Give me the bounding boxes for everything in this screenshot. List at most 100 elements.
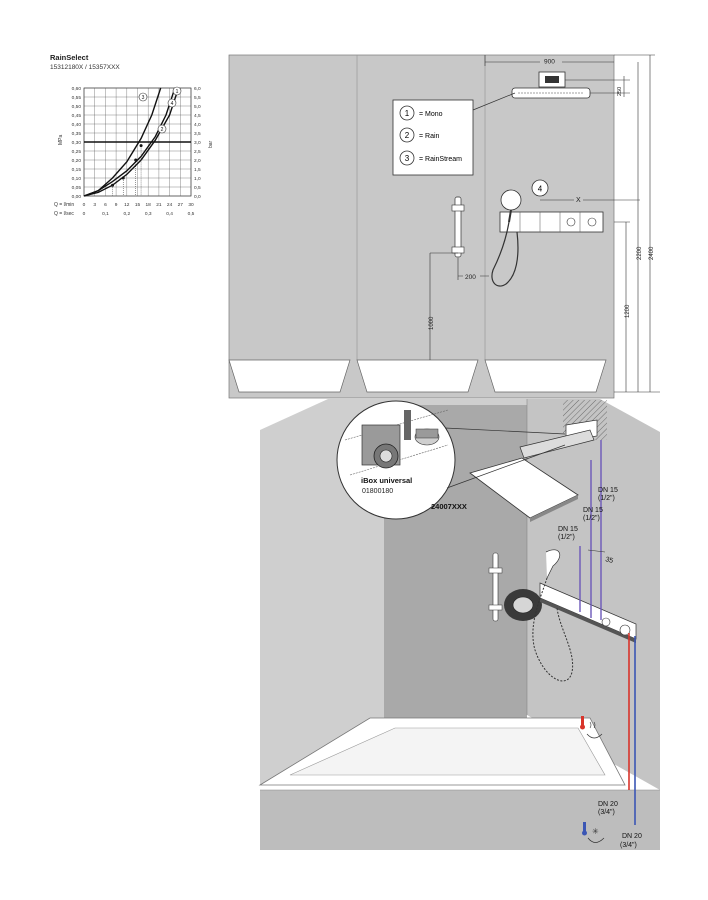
y-tick-left-label: 0,55	[72, 95, 82, 101]
dn15-label-b: DN 15	[583, 507, 603, 514]
y-tick-left-label: 0,45	[72, 113, 82, 119]
y-tick-right-label: 0,0	[194, 194, 201, 200]
dn20-label-b: DN 20	[622, 833, 642, 840]
iso-mixer-thread	[512, 596, 534, 614]
x-tick-lsec-label: 0,1	[102, 211, 109, 217]
x-tick-lmin-label: 0	[83, 202, 86, 208]
iso-shower-arm	[519, 429, 595, 459]
y-tick-left-label: 0,35	[72, 131, 82, 137]
tub-front-left	[228, 359, 351, 393]
legend-circle-2	[399, 127, 415, 143]
chart-series-line-1	[83, 87, 180, 197]
dn20-label-a-sub: (3/4")	[598, 809, 615, 816]
x-tick-lmin-label: 3	[93, 202, 96, 208]
iso-shower-hose	[532, 577, 574, 682]
y-tick-right-label: 5,5	[194, 95, 201, 101]
dim-200-label: 200	[465, 274, 476, 281]
dim-2200-label: 2200	[637, 246, 643, 260]
y-tick-right-label: 4,5	[194, 113, 201, 119]
dim-1200-label: 1200	[625, 304, 631, 318]
legend-leader	[472, 92, 516, 111]
magnifier-leader-bottom	[446, 444, 566, 489]
chart-markers-group	[111, 144, 143, 196]
dim-x-bg	[574, 194, 583, 203]
y-tick-left-label: 0,05	[72, 185, 82, 191]
dim-250-label: 250	[617, 87, 623, 96]
y-tick-left-label: 0,10	[72, 176, 82, 182]
chart-callout-circle	[157, 124, 167, 134]
shower-code: 24007XXX	[431, 502, 467, 511]
chart-callout-circle	[167, 98, 177, 108]
x-tick-lmin-label: 15	[135, 202, 141, 208]
y-tick-left-label: 0,25	[72, 149, 82, 155]
shower-arm-inner	[545, 76, 559, 83]
legend-label-rain: = Rain	[419, 133, 440, 140]
ibox-label: iBox universal	[361, 476, 412, 485]
chart-callout-circle	[172, 86, 182, 96]
iso-shower-rail	[492, 552, 499, 622]
shower-rail	[454, 196, 462, 258]
chart-callout-circle	[138, 92, 148, 102]
shower-hose	[491, 221, 519, 287]
dn15-label-a: DN 15	[598, 487, 618, 494]
y-tick-left-label: 0,40	[72, 122, 82, 128]
dim-200-bg	[463, 272, 480, 280]
x-tick-lsec-label: 0,3	[145, 211, 152, 217]
chart-subtitle: 15312180X / 15357XXX	[50, 64, 120, 71]
hand-shower-head	[500, 189, 522, 211]
legend-num-1: 1	[405, 109, 410, 118]
y-ticks-left: 0,000,050,100,150,200,250,300,350,400,45…	[72, 86, 82, 200]
chart-series-line-3	[83, 87, 162, 197]
legend-circle-1	[399, 105, 415, 121]
iso-rail-holder-top	[488, 567, 503, 574]
y-tick-right-label: 5,0	[194, 104, 201, 110]
panel-knob-left	[566, 217, 576, 227]
dim-900-bg	[540, 56, 562, 65]
rail-slider-bottom	[451, 246, 465, 254]
panel-knob-right	[587, 217, 597, 227]
isometric-view: iBox universal 01800180 24007XXX DN 15 (…	[258, 399, 660, 850]
legend-label-rainstream: = RainStream	[419, 156, 462, 163]
x-tick-lmin-label: 9	[115, 202, 118, 208]
magnifier-leader-top	[444, 427, 566, 435]
control-panel	[499, 211, 604, 233]
dim-x-label: X	[576, 197, 581, 204]
y-axis-label-right: bar	[208, 140, 214, 148]
x-tick-lsec-label: 0,2	[123, 211, 130, 217]
y-tick-right-label: 3,0	[194, 140, 201, 146]
dim-35-line	[587, 549, 606, 553]
dim-900-label: 900	[544, 59, 555, 66]
dn15-label-c-sub: (1/2")	[558, 534, 575, 541]
x-tick-lsec-label: 0	[83, 211, 86, 217]
dim-1000-label: 1000	[429, 316, 435, 330]
iso-knob-right	[619, 624, 631, 636]
x-axis-label-lsec: Q = l/sec	[54, 211, 74, 217]
callout-4-circle	[531, 179, 549, 197]
legend-label-mono: = Mono	[419, 111, 443, 118]
hot-water-icon	[580, 716, 603, 739]
dn15-label-b-sub: (1/2")	[583, 515, 600, 522]
x-axis-label-lmin: Q = l/min	[54, 202, 74, 208]
legend-num-3: 3	[405, 154, 410, 163]
legend-num-2: 2	[405, 131, 410, 140]
y-tick-right-label: 6,0	[194, 86, 201, 92]
y-tick-left-label: 0,00	[72, 194, 82, 200]
y-tick-left-label: 0,50	[72, 104, 82, 110]
y-tick-left-label: 0,15	[72, 167, 82, 173]
y-tick-right-label: 1,5	[194, 167, 201, 173]
y-tick-left-label: 0,60	[72, 86, 82, 92]
x-tick-lsec-label: 0,4	[166, 211, 173, 217]
y-tick-right-label: 0,5	[194, 185, 201, 191]
iso-control-panel-edge	[540, 598, 636, 643]
dim-2400-label: 2400	[649, 246, 655, 260]
svg-text:✳: ✳	[592, 827, 599, 836]
y-ticks-right: 0,00,51,01,52,02,53,03,54,04,55,05,56,0	[194, 86, 201, 200]
hand-shower-handle	[508, 209, 512, 223]
chart-title: RainSelect	[50, 53, 89, 62]
x-tick-lmin-label: 30	[188, 202, 194, 208]
ibox-mechanism	[344, 409, 449, 476]
